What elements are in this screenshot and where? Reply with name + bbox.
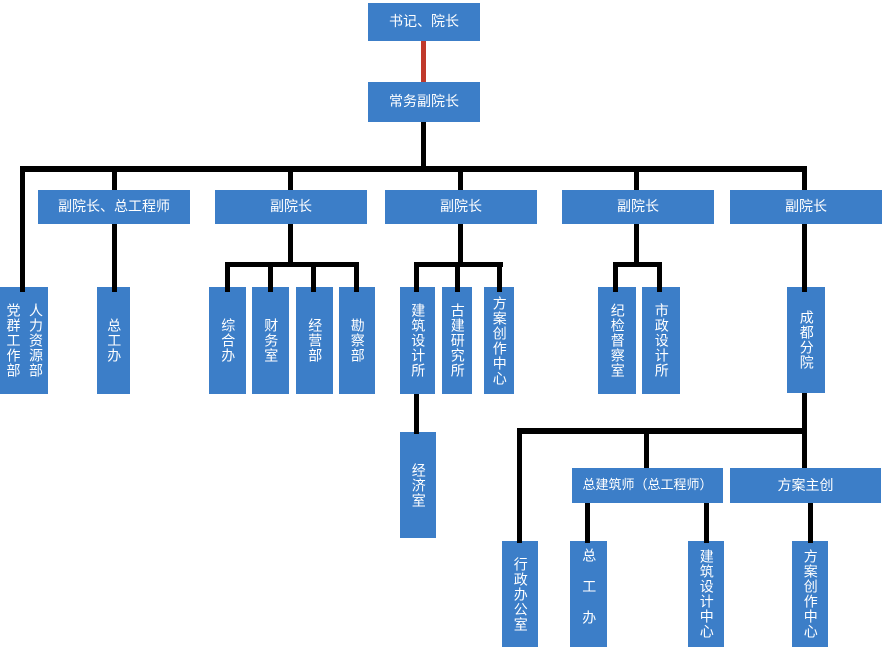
node-discipline-inspection-office-label: 纪检督察室 xyxy=(609,303,626,378)
node-finance-office-label: 财务室 xyxy=(263,318,280,363)
node-municipal-design-institute-label: 市政设计所 xyxy=(653,303,670,378)
node-executive-vice-dean-label: 常务副院长 xyxy=(389,93,459,110)
node-general-office[interactable]: 综合办 xyxy=(209,287,246,394)
node-scheme-creation-center-2[interactable]: 方案创作中心 xyxy=(792,541,828,647)
node-executive-vice-dean[interactable]: 常务副院长 xyxy=(368,82,480,122)
connector-drop-chief-architect xyxy=(644,434,649,468)
node-vice-dean-3[interactable]: 副院长 xyxy=(562,190,714,224)
connector-vd1-bar xyxy=(225,262,359,267)
node-economy-office-label: 经济室 xyxy=(410,462,427,508)
node-scheme-lead-label: 方案主创 xyxy=(777,476,834,493)
node-chief-engineer-office-label: 总工办 xyxy=(106,318,123,363)
node-chengdu-branch[interactable]: 成都分院 xyxy=(787,287,825,393)
connector-drop-arch-design-inst xyxy=(414,267,419,292)
node-vice-dean-1-label: 副院长 xyxy=(270,198,312,215)
node-operations-dept-label: 经营部 xyxy=(307,318,324,363)
node-scheme-creation-center-label: 方案创作中心 xyxy=(491,295,508,386)
node-architecture-design-institute[interactable]: 建筑设计所 xyxy=(400,287,435,394)
node-ancient-architecture-institute[interactable]: 古建研究所 xyxy=(442,287,472,394)
connector-drop-scheme-lead xyxy=(802,434,807,468)
node-vice-dean-chief-engineer[interactable]: 副院长、总工程师 xyxy=(38,190,190,224)
connector-drop-survey xyxy=(354,267,359,292)
node-chief-architect-label: 总建筑师（总工程师） xyxy=(582,477,713,493)
connector-drop-admin-office xyxy=(517,428,522,543)
node-vice-dean-4[interactable]: 副院长 xyxy=(730,190,882,224)
connector-vd2-stem xyxy=(458,224,463,267)
connector-drop-vd4 xyxy=(802,166,807,190)
node-vice-dean-2[interactable]: 副院长 xyxy=(385,190,537,224)
connector-chengdu-stem xyxy=(802,393,807,434)
connector-secretary-to-exec-red xyxy=(421,41,426,82)
connector-vd3-bar xyxy=(613,262,662,267)
node-party-mass-dept-label: 党群工作部 xyxy=(5,303,22,378)
connector-vd1-stem xyxy=(288,224,293,267)
connector-drop-vd3 xyxy=(634,166,639,190)
node-chief-engineer-office[interactable]: 总工办 xyxy=(97,287,130,394)
node-scheme-creation-center-2-label: 方案创作中心 xyxy=(802,549,819,639)
connector-drop-vd1 xyxy=(288,166,293,190)
node-admin-office[interactable]: 行政办公室 xyxy=(502,541,538,647)
node-operations-dept[interactable]: 经营部 xyxy=(296,287,333,394)
node-vice-dean-1[interactable]: 副院长 xyxy=(215,190,367,224)
connector-drop-ancient-arch-inst xyxy=(455,267,460,292)
node-chief-engineer-office-2[interactable]: 总工办 xyxy=(570,541,607,647)
connector-drop-vd2 xyxy=(458,166,463,190)
node-architecture-design-center[interactable]: 建筑设计中心 xyxy=(688,541,724,647)
connector-drop-party-mass xyxy=(20,166,25,292)
node-vice-dean-4-label: 副院长 xyxy=(785,198,827,215)
node-ancient-architecture-institute-label: 古建研究所 xyxy=(449,303,466,378)
connector-drop-operations xyxy=(311,267,316,292)
connector-drop-general-office xyxy=(225,267,230,292)
connector-main-bar xyxy=(20,166,807,172)
node-general-office-label: 综合办 xyxy=(220,318,237,363)
node-discipline-inspection-office[interactable]: 纪检督察室 xyxy=(598,287,636,394)
node-finance-office[interactable]: 财务室 xyxy=(252,287,289,394)
node-chief-architect[interactable]: 总建筑师（总工程师） xyxy=(572,468,723,503)
node-survey-dept-label: 勘察部 xyxy=(349,318,366,363)
connector-drop-arch-design-center xyxy=(704,503,709,543)
connector-economy xyxy=(414,394,419,434)
connector-vd2-bar xyxy=(414,262,503,267)
connector-exec-trunk xyxy=(421,122,426,170)
connector-drop-municipal xyxy=(657,267,662,292)
connector-chengdu-bar xyxy=(517,428,807,434)
node-survey-dept[interactable]: 勘察部 xyxy=(339,287,375,394)
connector-drop-chengdu-branch xyxy=(802,224,807,292)
node-hr-dept-label: 人力资源部 xyxy=(28,303,44,378)
node-chengdu-branch-label: 成都分院 xyxy=(798,310,815,370)
node-chief-engineer-office-2-label: 总工办 xyxy=(581,547,598,641)
connector-chief-eng-office xyxy=(112,224,117,292)
connector-drop-chief-eng-office2 xyxy=(585,503,590,543)
connector-drop-scheme-center2 xyxy=(808,503,813,543)
connector-drop-scheme-center xyxy=(497,267,502,292)
node-scheme-lead[interactable]: 方案主创 xyxy=(730,468,881,503)
connector-vd3-stem xyxy=(634,224,639,267)
node-architecture-design-institute-label: 建筑设计所 xyxy=(410,303,427,378)
node-architecture-design-center-label: 建筑设计中心 xyxy=(698,549,715,639)
node-economy-office[interactable]: 经济室 xyxy=(400,432,436,538)
connector-drop-discipline xyxy=(613,267,618,292)
node-vice-dean-chief-engineer-label: 副院长、总工程师 xyxy=(58,198,170,215)
connector-drop-vd-chief-eng xyxy=(112,166,117,190)
node-scheme-creation-center[interactable]: 方案创作中心 xyxy=(484,287,514,394)
connector-drop-finance xyxy=(268,267,273,292)
node-secretary-dean[interactable]: 书记、院长 xyxy=(368,3,480,41)
node-secretary-dean-label: 书记、院长 xyxy=(389,13,459,30)
node-vice-dean-2-label: 副院长 xyxy=(440,198,482,215)
node-municipal-design-institute[interactable]: 市政设计所 xyxy=(642,287,680,394)
node-vice-dean-3-label: 副院长 xyxy=(617,198,659,215)
node-admin-office-label: 行政办公室 xyxy=(512,556,529,632)
node-party-mass-and-hr-dept[interactable]: 党群工作部 人力资源部 xyxy=(0,287,48,394)
